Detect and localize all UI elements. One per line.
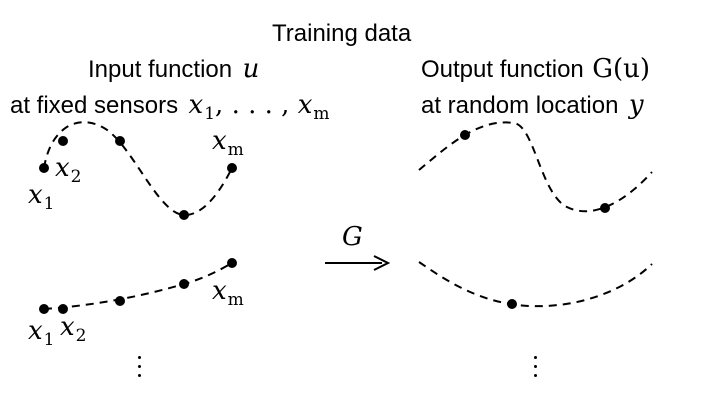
output-header-line2: at random location y bbox=[421, 92, 644, 118]
label-bottom-xm: xm bbox=[212, 276, 244, 310]
output-curve-bottom bbox=[418, 261, 653, 308]
input-bottom-point-x1 bbox=[39, 304, 49, 314]
input-curve-bottom bbox=[43, 262, 233, 310]
input-header-xm: xm bbox=[297, 90, 330, 124]
output-header-text: Output function bbox=[421, 56, 584, 83]
input-header-text: Input function bbox=[88, 56, 233, 83]
output-top-point-2 bbox=[600, 203, 610, 213]
operator-label: G bbox=[342, 222, 363, 252]
input-top-point-4 bbox=[179, 210, 189, 220]
input-header-line2-text: at fixed sensors bbox=[10, 92, 179, 119]
output-curve-top bbox=[418, 121, 653, 213]
input-header-line2: at fixed sensors x1, . . . , xm bbox=[10, 92, 330, 123]
operator-arrowhead bbox=[373, 255, 391, 271]
input-bottom-point-x2 bbox=[58, 304, 68, 314]
output-header-math-y: y bbox=[628, 90, 644, 120]
output-top-point-y bbox=[460, 130, 470, 140]
input-curve-top bbox=[43, 121, 233, 217]
label-bottom-x1: x1 bbox=[28, 316, 55, 350]
label-top-x1: x1 bbox=[28, 180, 55, 214]
input-vertical-ellipsis bbox=[137, 356, 143, 383]
output-vertical-ellipsis bbox=[533, 356, 539, 383]
input-bottom-point-xm bbox=[227, 258, 237, 268]
input-bottom-point-4 bbox=[179, 279, 189, 289]
label-top-xm: xm bbox=[212, 126, 244, 160]
output-header-line1: Output function G(u) bbox=[421, 56, 650, 82]
output-bottom-point-y bbox=[507, 299, 517, 309]
input-bottom-point-3 bbox=[115, 296, 125, 306]
input-top-point-xm bbox=[227, 163, 237, 173]
input-top-point-x1 bbox=[39, 163, 49, 173]
input-header-math-u: u bbox=[242, 54, 260, 84]
label-top-x2: x2 bbox=[55, 153, 82, 187]
input-header-ellipsis: , . . . , bbox=[215, 90, 298, 120]
output-header-math-gu: G(u) bbox=[592, 54, 651, 84]
output-header-line2-text: at random location bbox=[421, 92, 619, 119]
input-top-point-x2 bbox=[58, 136, 68, 146]
diagram-title: Training data bbox=[272, 20, 412, 47]
input-header-line1: Input function u bbox=[88, 56, 259, 82]
label-bottom-x2: x2 bbox=[60, 312, 87, 346]
input-header-x1: x1 bbox=[188, 90, 216, 124]
input-top-point-3 bbox=[115, 136, 125, 146]
